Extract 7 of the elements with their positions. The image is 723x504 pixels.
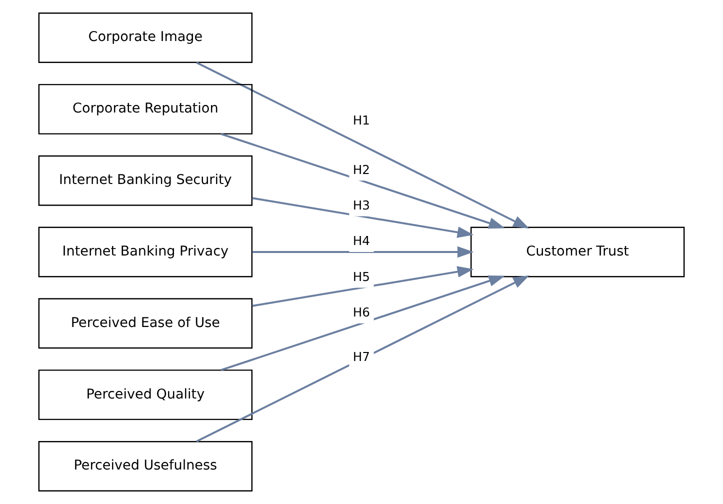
edge-label: H5	[352, 270, 370, 284]
edge-label: H4	[352, 234, 370, 248]
edge-label: H2	[352, 162, 370, 177]
edge-label: H7	[352, 350, 370, 364]
edge-label: H1	[352, 114, 370, 128]
edge-label: H6	[352, 306, 370, 320]
edge-label: H3	[352, 198, 370, 213]
